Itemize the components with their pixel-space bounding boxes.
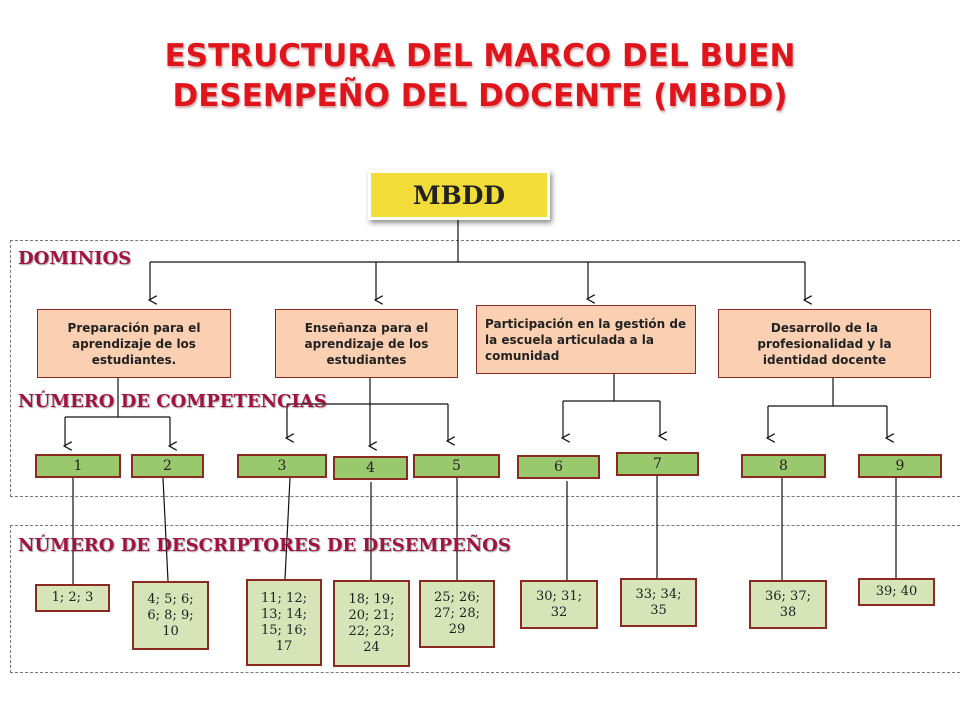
section-label-descriptores: NÚMERO DE DESCRIPTORES DE DESEMPEÑOS — [18, 535, 511, 556]
descriptor-node-3: 11; 12; 13; 14; 15; 16; 17 — [246, 579, 322, 666]
page-title: ESTRUCTURA DEL MARCO DEL BUEN DESEMPEÑO … — [0, 36, 960, 116]
descriptor-node-9: 39; 40 — [858, 578, 935, 606]
competency-node-1: 1 — [35, 454, 121, 478]
descriptor-node-1: 1; 2; 3 — [35, 584, 110, 612]
competency-node-5: 5 — [413, 454, 500, 478]
title-line-1: ESTRUCTURA DEL MARCO DEL BUEN — [164, 38, 796, 74]
root-node-mbdd: MBDD — [368, 170, 550, 220]
competency-node-8: 8 — [741, 454, 826, 478]
descriptor-node-4: 18; 19; 20; 21; 22; 23; 24 — [333, 580, 410, 667]
descriptor-node-8: 36; 37; 38 — [749, 580, 827, 629]
descriptor-node-7: 33; 34; 35 — [620, 578, 697, 627]
descriptor-node-6: 30; 31; 32 — [520, 580, 598, 629]
competencies-region — [10, 240, 960, 497]
section-label-dominios: DOMINIOS — [18, 248, 132, 269]
domain-node-3: Participación en la gestión de la escuel… — [476, 305, 696, 374]
competency-node-9: 9 — [858, 454, 942, 478]
descriptors-region — [10, 525, 960, 673]
competency-node-6: 6 — [517, 455, 600, 479]
section-label-competencias: NÚMERO DE COMPETENCIAS — [18, 391, 327, 412]
descriptor-node-2: 4; 5; 6; 6; 8; 9; 10 — [132, 581, 209, 650]
competency-node-2: 2 — [131, 454, 204, 478]
domain-node-4: Desarrollo de la profesionalidad y la id… — [718, 309, 931, 378]
domain-node-2: Enseñanza para el aprendizaje de los est… — [275, 309, 458, 378]
title-line-2: DESEMPEÑO DEL DOCENTE (MBDD) — [172, 78, 788, 114]
competency-node-7: 7 — [616, 452, 699, 476]
competency-node-3: 3 — [237, 454, 327, 478]
competency-node-4: 4 — [333, 456, 408, 480]
domain-node-1: Preparación para el aprendizaje de los e… — [37, 309, 231, 378]
descriptor-node-5: 25; 26; 27; 28; 29 — [419, 580, 495, 648]
